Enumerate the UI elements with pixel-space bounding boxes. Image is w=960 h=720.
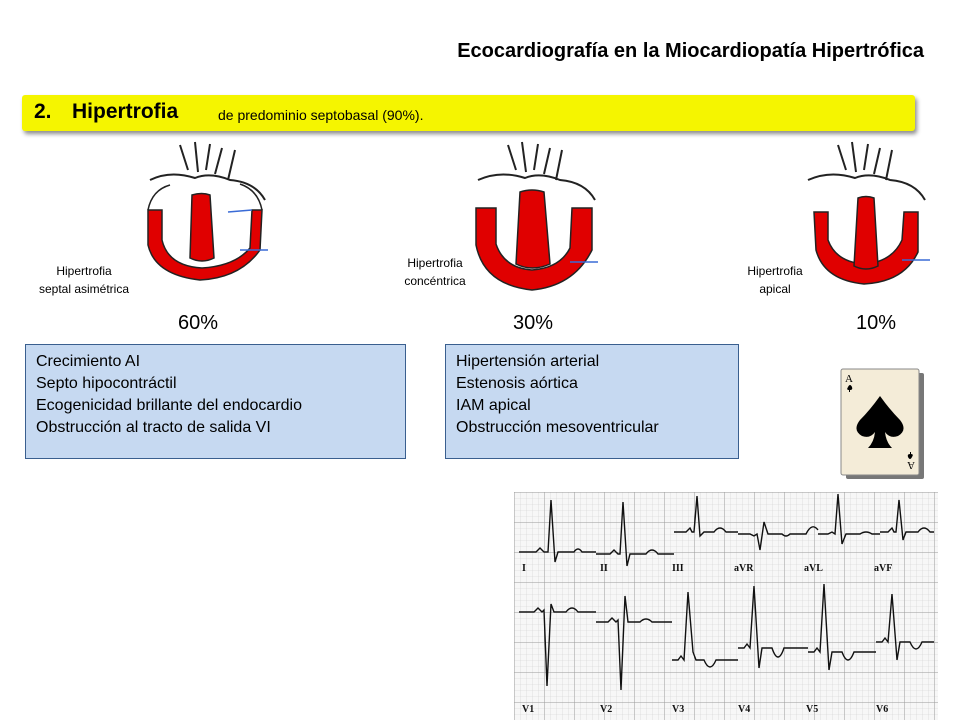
banner-heading: Hipertrofia <box>72 100 178 124</box>
caption-apical-line2: apical <box>720 280 830 298</box>
banner-subtitle: de predominio septobasal (90%). <box>218 107 423 123</box>
lead-label-II: II <box>600 563 608 574</box>
lead-label-V1: V1 <box>522 704 534 715</box>
caption-concentric: Hipertrofia concéntrica <box>380 254 490 290</box>
septal-finding-1: Crecimiento AI <box>36 351 395 373</box>
caption-apical: Hipertrofia apical <box>720 262 830 298</box>
percent-concentric: 30% <box>513 312 553 335</box>
caption-septal: Hipertrofia septal asimétrica <box>14 262 154 298</box>
concentric-cause-4: Obstrucción mesoventricular <box>456 417 728 439</box>
ace-of-spades-card: A A <box>840 368 926 480</box>
ecg-strip: I II III aVR aVL aVF V1 V2 V3 V4 V5 V6 <box>514 492 938 720</box>
septal-finding-4: Obstrucción al tracto de salida VI <box>36 417 395 439</box>
section-banner: 2. Hipertrofia de predominio septobasal … <box>22 95 915 131</box>
caption-concentric-line2: concéntrica <box>380 272 490 290</box>
lead-label-aVF: aVF <box>874 563 892 574</box>
banner-number: 2. <box>34 100 52 124</box>
septal-finding-3: Ecogenicidad brillante del endocardio <box>36 395 395 417</box>
concentric-cause-3: IAM apical <box>456 395 728 417</box>
caption-apical-line1: Hipertrofia <box>720 262 830 280</box>
caption-concentric-line1: Hipertrofia <box>380 254 490 272</box>
lead-label-V6: V6 <box>876 704 888 715</box>
concentric-cause-1: Hipertensión arterial <box>456 351 728 373</box>
septal-finding-2: Septo hipocontráctil <box>36 373 395 395</box>
percent-septal: 60% <box>178 312 218 335</box>
lead-label-V2: V2 <box>600 704 612 715</box>
concentric-causes-box: Hipertensión arterial Estenosis aórtica … <box>445 344 739 459</box>
lead-label-I: I <box>522 563 526 574</box>
percent-apical: 10% <box>856 312 896 335</box>
caption-septal-line1: Hipertrofia <box>14 262 154 280</box>
lead-label-V3: V3 <box>672 704 684 715</box>
card-rank-bottom: A <box>907 459 915 471</box>
lead-label-aVR: aVR <box>734 563 754 574</box>
septal-findings-box: Crecimiento AI Septo hipocontráctil Ecog… <box>25 344 406 459</box>
lead-label-III: III <box>672 563 684 574</box>
slide-title: Ecocardiografía en la Miocardiopatía Hip… <box>457 40 924 63</box>
lead-label-V4: V4 <box>738 704 750 715</box>
caption-septal-line2: septal asimétrica <box>14 280 154 298</box>
concentric-cause-2: Estenosis aórtica <box>456 373 728 395</box>
card-rank-top: A <box>845 373 853 385</box>
lead-label-V5: V5 <box>806 704 818 715</box>
heart-concentric-diagram <box>470 140 605 295</box>
heart-septal-diagram <box>140 140 275 285</box>
lead-label-aVL: aVL <box>804 563 823 574</box>
